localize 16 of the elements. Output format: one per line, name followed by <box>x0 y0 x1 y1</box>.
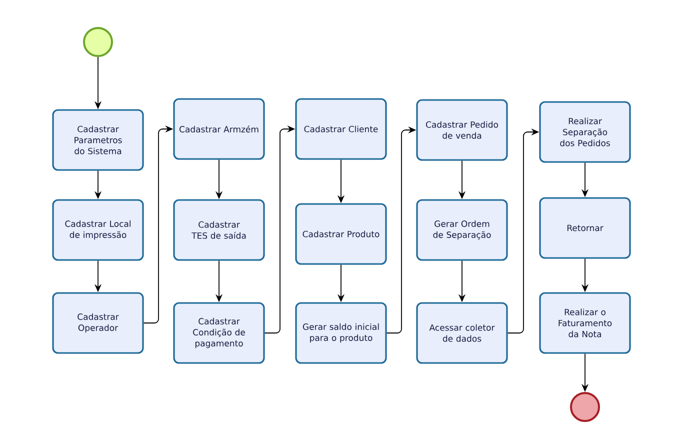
process-box: Realizar Separação dos Pedidos <box>539 101 631 163</box>
process-box: Retornar <box>539 197 631 259</box>
process-box: Cadastrar Local de impressão <box>52 199 144 261</box>
end-event-circle <box>570 392 600 422</box>
process-box: Cadastrar Operador <box>52 292 144 354</box>
process-box: Cadastrar Armzém <box>173 98 265 160</box>
process-box: Realizar o Faturamento da Nota <box>539 292 631 354</box>
process-box: Cadastrar Condição de pagamento <box>173 302 265 364</box>
process-box: Gerar Ordem de Separação <box>416 199 508 261</box>
process-box: Acessar coletor de dados <box>416 302 508 364</box>
process-box: Cadastrar Pedido de venda <box>416 99 508 161</box>
process-box: Cadastrar Cliente <box>295 98 387 160</box>
process-box: Cadastrar Parametros do Sistema <box>52 109 144 171</box>
process-box: Cadastrar Produto <box>295 203 387 265</box>
process-box: Gerar saldo inicial para o produto <box>295 302 387 364</box>
process-box: Cadastrar TES de saída <box>173 199 265 261</box>
